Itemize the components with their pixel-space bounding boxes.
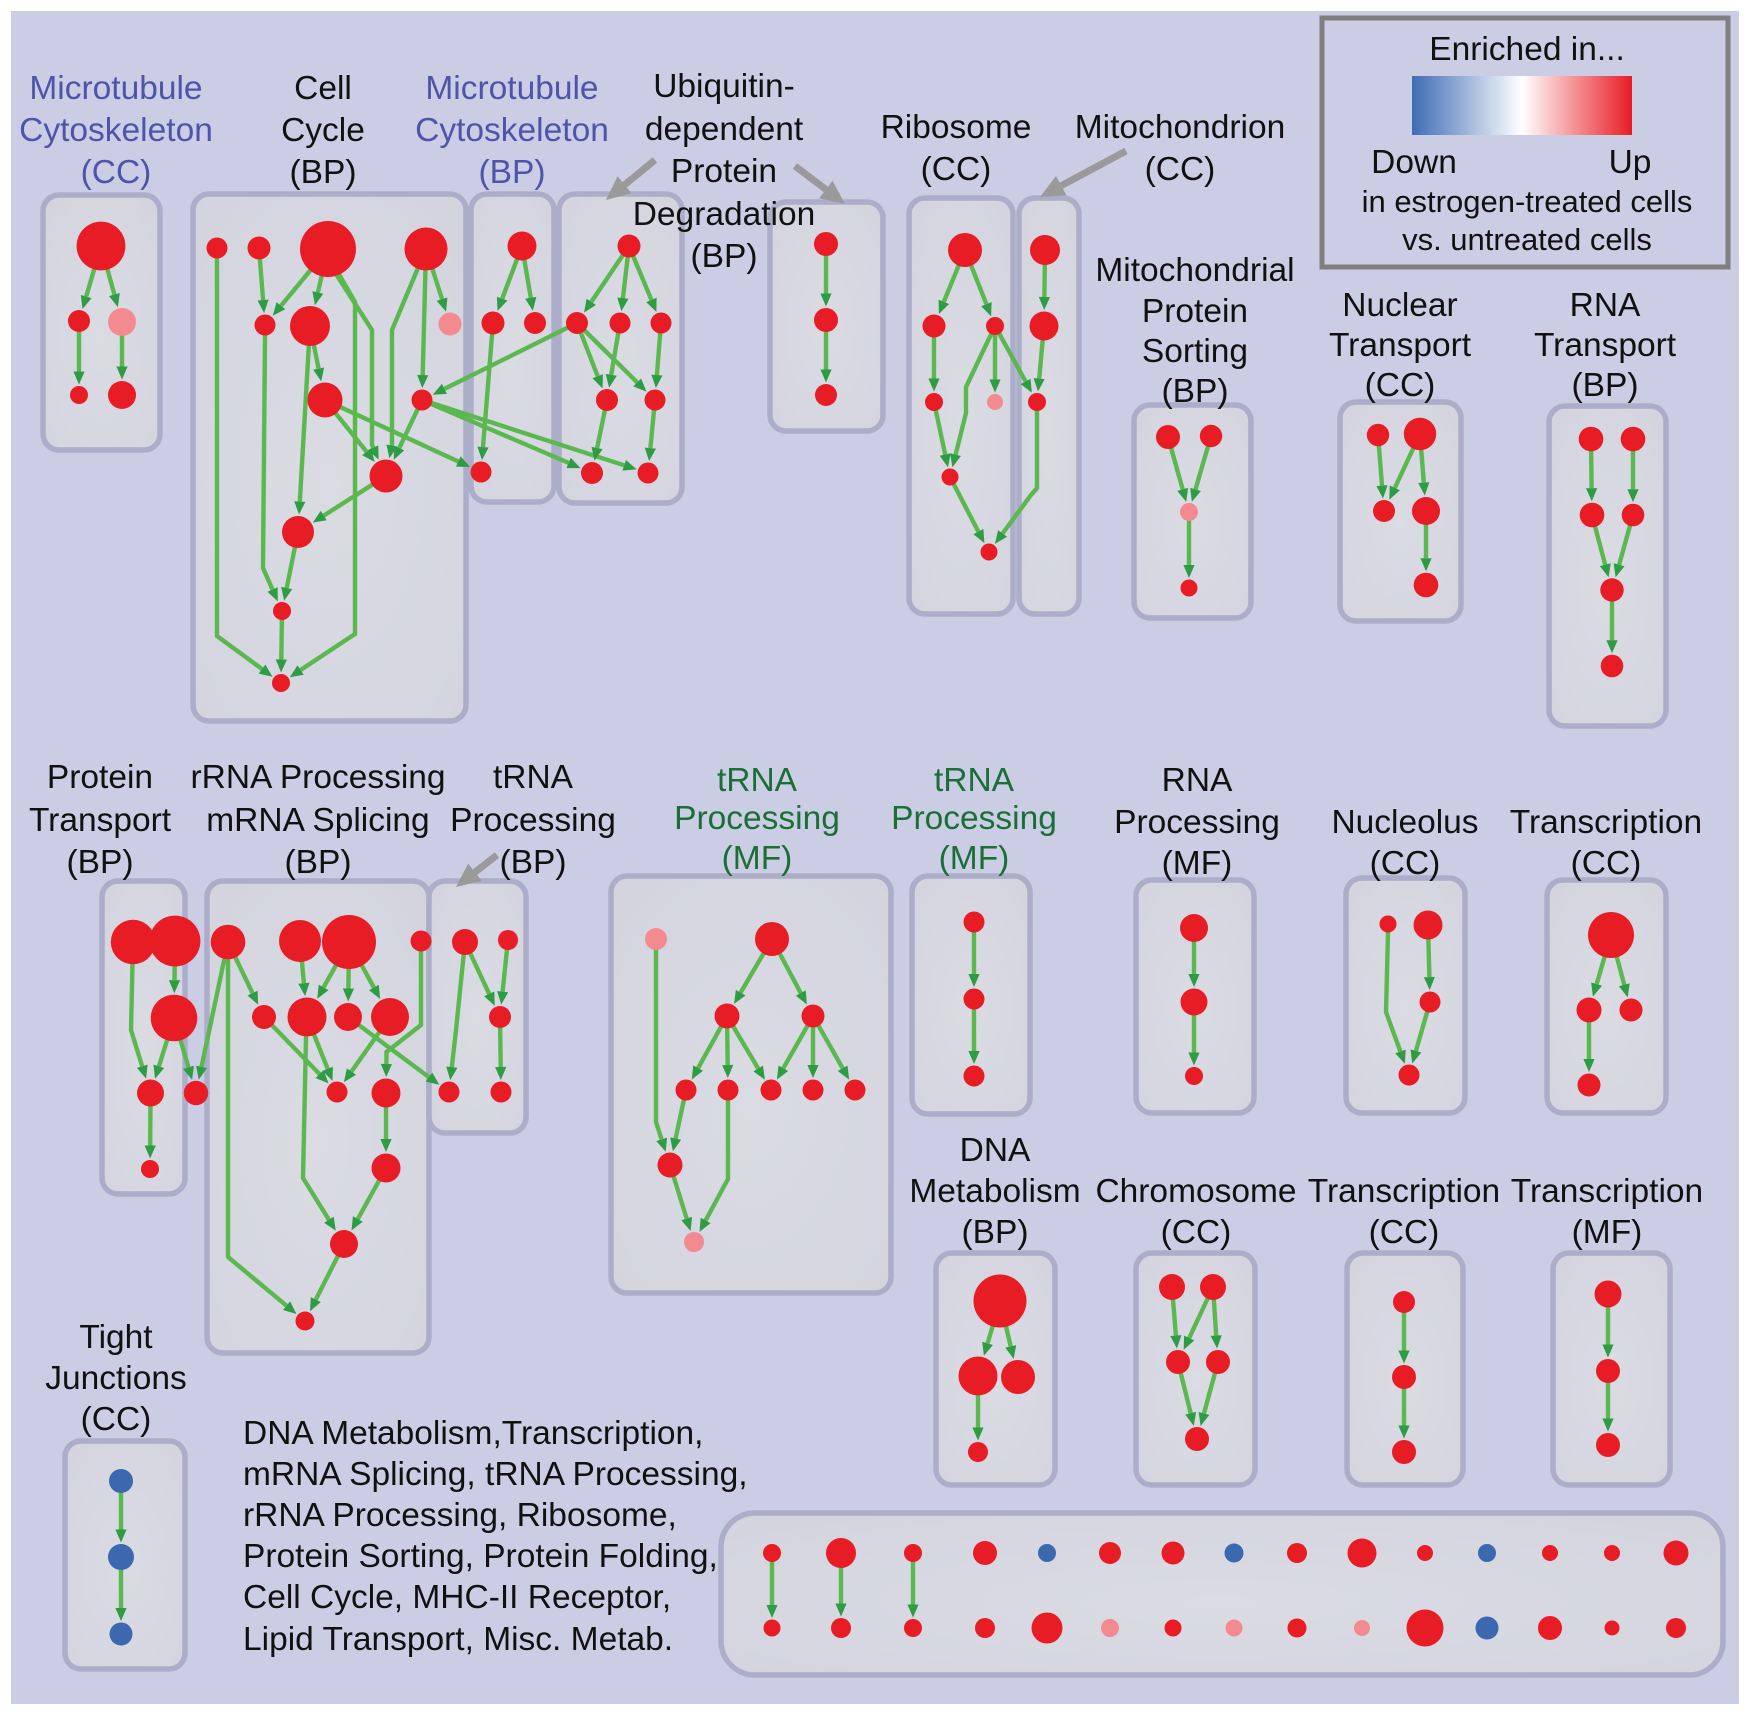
svg-text:Metabolism: Metabolism [909, 1173, 1080, 1210]
svg-text:Microtubule: Microtubule [425, 70, 598, 107]
svg-text:Processing: Processing [450, 802, 616, 839]
svg-text:Mitochondrial: Mitochondrial [1095, 252, 1294, 289]
svg-text:(CC): (CC) [81, 1401, 152, 1438]
svg-text:Transcription: Transcription [1511, 1173, 1703, 1210]
svg-text:in estrogen-treated cells: in estrogen-treated cells [1362, 184, 1693, 219]
svg-text:Sorting: Sorting [1142, 333, 1248, 370]
svg-text:tRNA: tRNA [717, 762, 798, 799]
svg-text:mRNA Splicing: mRNA Splicing [206, 802, 429, 839]
svg-text:Junctions: Junctions [45, 1360, 187, 1397]
svg-text:Transport: Transport [1534, 327, 1677, 364]
svg-text:Processing: Processing [891, 800, 1057, 837]
svg-text:Transport: Transport [29, 802, 172, 839]
svg-text:Transcription: Transcription [1510, 804, 1702, 841]
svg-text:Processing: Processing [1114, 804, 1280, 841]
svg-text:vs. untreated cells: vs. untreated cells [1402, 222, 1652, 257]
svg-text:Ubiquitin-: Ubiquitin- [653, 68, 795, 105]
svg-text:Cell Cycle, MHC-II Receptor,: Cell Cycle, MHC-II Receptor, [243, 1579, 671, 1616]
svg-text:Protein: Protein [671, 153, 777, 190]
svg-text:Cytoskeleton: Cytoskeleton [19, 112, 213, 149]
svg-text:rRNA Processing: rRNA Processing [190, 759, 445, 796]
svg-text:Down: Down [1371, 144, 1457, 181]
svg-text:(CC): (CC) [81, 154, 152, 191]
svg-text:rRNA Processing, Ribosome,: rRNA Processing, Ribosome, [243, 1497, 677, 1534]
svg-text:Mitochondrion: Mitochondrion [1075, 109, 1285, 146]
svg-text:Enriched in...: Enriched in... [1429, 31, 1625, 68]
svg-text:Cytoskeleton: Cytoskeleton [415, 112, 609, 149]
svg-text:(CC): (CC) [1365, 367, 1436, 404]
svg-text:(MF): (MF) [722, 840, 793, 877]
svg-text:(MF): (MF) [939, 840, 1010, 877]
svg-text:Transcription: Transcription [1308, 1173, 1500, 1210]
svg-text:(CC): (CC) [1369, 1214, 1440, 1251]
svg-text:Chromosome: Chromosome [1095, 1173, 1296, 1210]
svg-text:RNA: RNA [1570, 287, 1641, 324]
svg-text:Cell: Cell [294, 70, 352, 107]
svg-text:DNA Metabolism,Transcription,: DNA Metabolism,Transcription, [243, 1415, 703, 1452]
svg-text:(BP): (BP) [285, 844, 352, 881]
svg-text:(CC): (CC) [1370, 845, 1441, 882]
svg-text:Up: Up [1609, 144, 1652, 181]
svg-text:(BP): (BP) [1162, 373, 1229, 410]
svg-text:tRNA: tRNA [493, 759, 574, 796]
svg-text:Protein Sorting, Protein Foldi: Protein Sorting, Protein Folding, [243, 1538, 718, 1575]
svg-text:(BP): (BP) [67, 844, 134, 881]
svg-text:dependent: dependent [645, 111, 804, 148]
svg-text:Transport: Transport [1329, 327, 1472, 364]
svg-text:(BP): (BP) [500, 844, 567, 881]
svg-text:Nucleolus: Nucleolus [1331, 804, 1478, 841]
svg-text:(BP): (BP) [962, 1214, 1029, 1251]
svg-text:(CC): (CC) [1145, 151, 1216, 188]
svg-text:DNA: DNA [960, 1132, 1031, 1169]
svg-text:tRNA: tRNA [934, 762, 1015, 799]
svg-text:Protein: Protein [1142, 293, 1248, 330]
svg-text:(CC): (CC) [1571, 845, 1642, 882]
svg-text:(BP): (BP) [1572, 367, 1639, 404]
svg-text:Nuclear: Nuclear [1342, 287, 1457, 324]
svg-text:Lipid Transport, Misc. Metab.: Lipid Transport, Misc. Metab. [243, 1621, 673, 1658]
svg-text:(MF): (MF) [1572, 1214, 1643, 1251]
svg-text:(BP): (BP) [290, 154, 357, 191]
svg-text:Degradation: Degradation [633, 196, 816, 233]
svg-text:(BP): (BP) [691, 238, 758, 275]
svg-text:Microtubule: Microtubule [29, 70, 202, 107]
svg-text:RNA: RNA [1162, 762, 1233, 799]
svg-text:Protein: Protein [47, 759, 153, 796]
svg-text:Ribosome: Ribosome [881, 109, 1032, 146]
svg-text:(CC): (CC) [1161, 1214, 1232, 1251]
svg-text:Cycle: Cycle [281, 112, 365, 149]
svg-text:(BP): (BP) [479, 154, 546, 191]
svg-text:(MF): (MF) [1162, 845, 1233, 882]
svg-text:(CC): (CC) [921, 151, 992, 188]
svg-text:Tight: Tight [79, 1319, 153, 1356]
svg-text:mRNA Splicing, tRNA Processing: mRNA Splicing, tRNA Processing, [243, 1456, 748, 1493]
svg-text:Processing: Processing [674, 800, 840, 837]
